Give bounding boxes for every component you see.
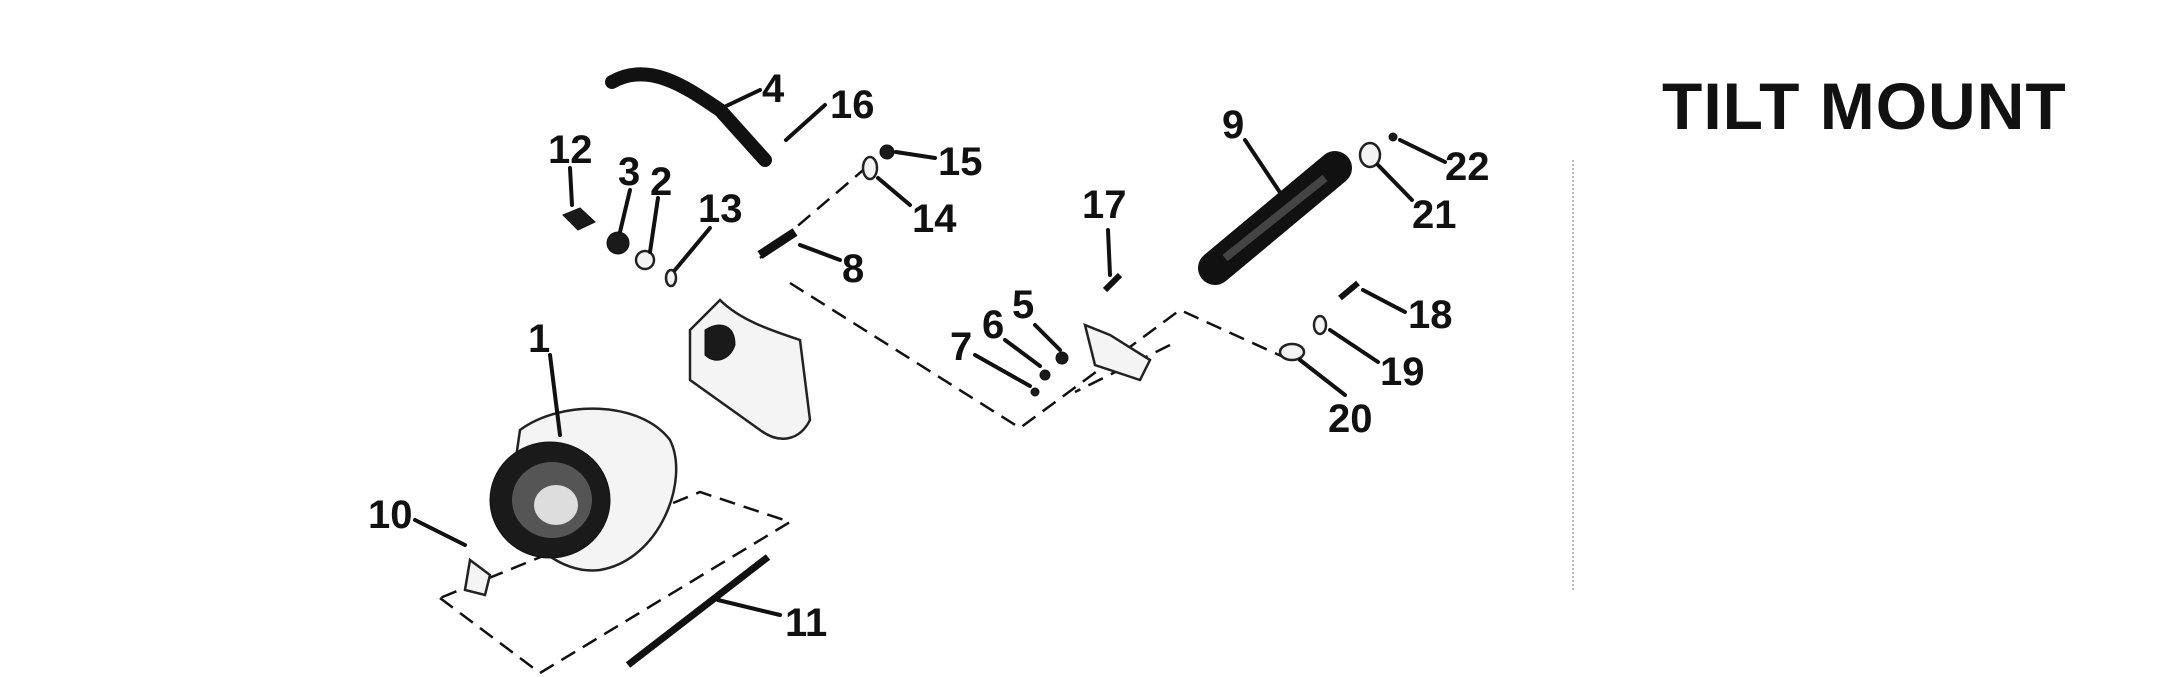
callout-12: 12 — [548, 128, 593, 172]
part-housing — [489, 407, 678, 572]
part-hose — [605, 67, 772, 167]
callout-21: 21 — [1412, 193, 1457, 237]
callout-15: 15 — [938, 140, 983, 184]
callout-19: 19 — [1380, 350, 1425, 394]
part-stud — [757, 228, 798, 259]
callout-17: 17 — [1082, 183, 1127, 227]
callout-5: 5 — [1012, 283, 1034, 327]
callout-4: 4 — [762, 67, 785, 111]
callout-2: 2 — [650, 160, 672, 204]
callout-8: 8 — [842, 247, 864, 291]
callout-leaders — [413, 88, 1447, 617]
callout-13: 13 — [698, 187, 743, 231]
callout-9: 9 — [1222, 103, 1244, 147]
small-hardware — [463, 132, 1398, 597]
callout-1: 1 — [528, 317, 550, 361]
callout-18: 18 — [1408, 293, 1453, 337]
callout-labels: 1 2 3 4 5 6 7 8 9 10 11 12 13 14 15 16 1… — [368, 67, 1490, 645]
callout-10: 10 — [368, 493, 413, 537]
part-rod — [625, 554, 771, 668]
callout-20: 20 — [1328, 397, 1373, 441]
part-tilt-pin — [1198, 151, 1352, 285]
callout-16: 16 — [830, 83, 875, 127]
page-title: TILT MOUNT — [1662, 69, 2067, 143]
callout-7: 7 — [950, 325, 972, 369]
callout-14: 14 — [912, 197, 957, 241]
callout-22: 22 — [1445, 145, 1490, 189]
callout-6: 6 — [982, 303, 1004, 347]
part-bracket — [688, 298, 812, 440]
callout-3: 3 — [618, 150, 640, 194]
divider — [1572, 160, 1574, 590]
callout-11: 11 — [785, 601, 827, 645]
